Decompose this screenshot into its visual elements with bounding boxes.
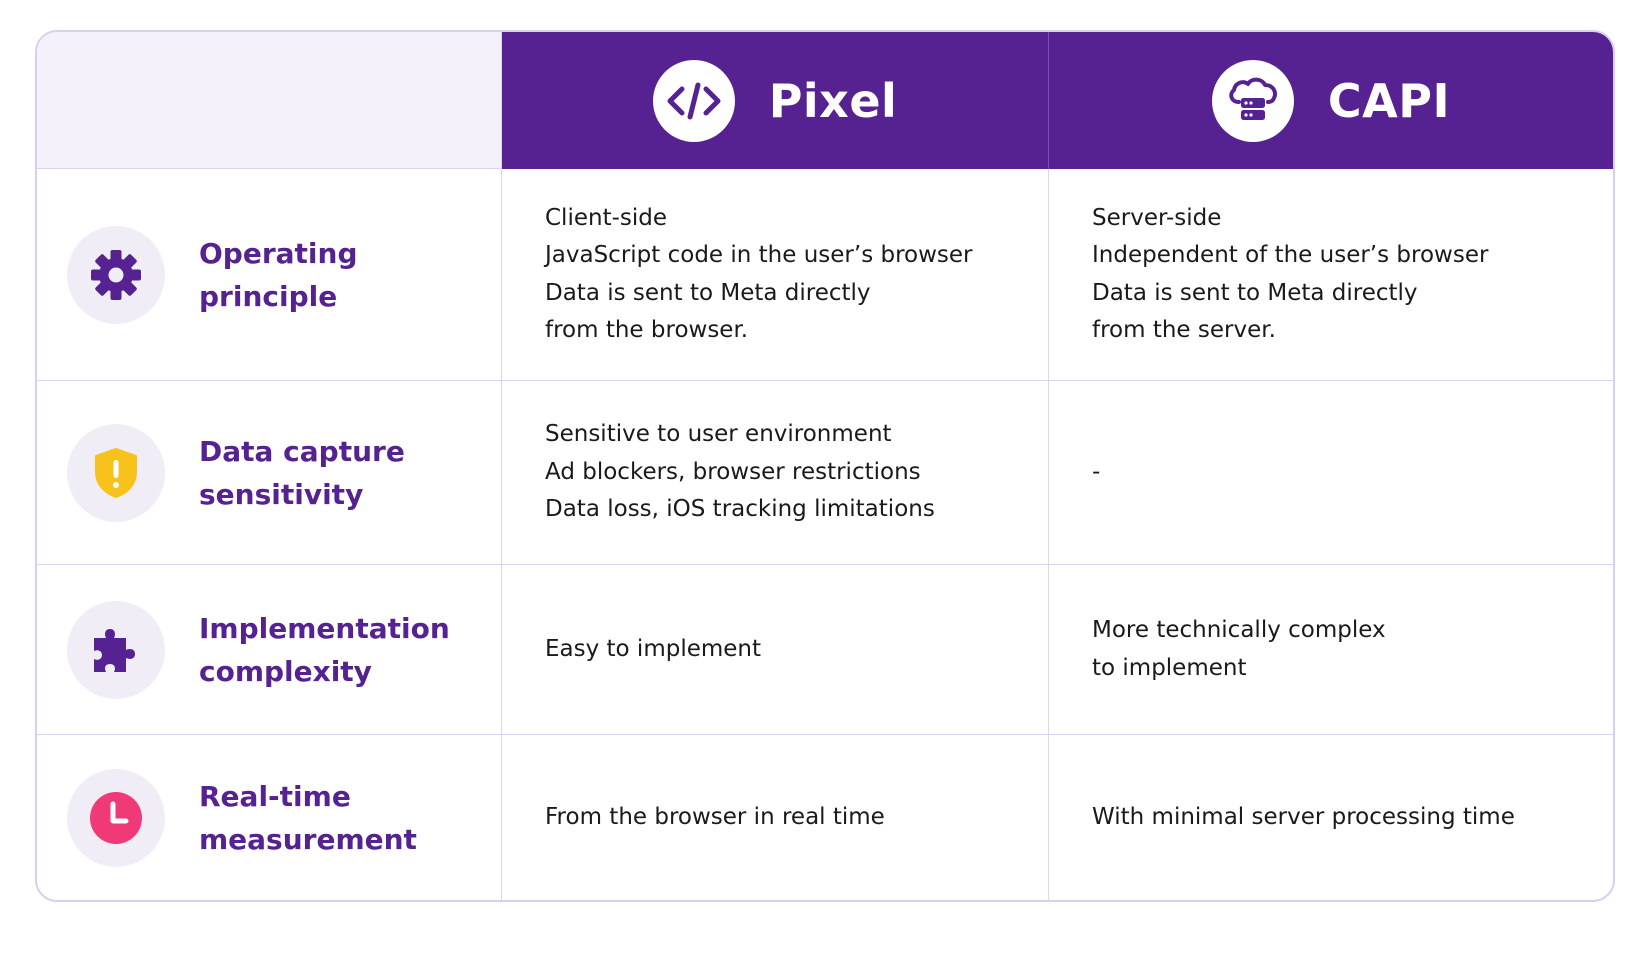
shield-warning-icon (67, 423, 165, 522)
row-label-text: Data capture sensitivity (199, 434, 405, 511)
cell-text: Client-side JavaScript code in the user’… (545, 204, 973, 344)
row-label-data-capture-sensitivity: Data capture sensitivity (37, 381, 502, 565)
cell-text: With minimal server processing time (1092, 803, 1515, 830)
pixel-data-capture-sensitivity: Sensitive to user environment Ad blocker… (502, 381, 1049, 565)
pixel-real-time-measurement: From the browser in real time (502, 735, 1049, 900)
pixel-operating-principle: Client-side JavaScript code in the user’… (502, 169, 1049, 381)
code-icon (652, 59, 735, 142)
header-capi: CAPI (1049, 32, 1613, 169)
capi-operating-principle: Server-side Independent of the user’s br… (1049, 169, 1613, 381)
cell-text: Sensitive to user environment Ad blocker… (545, 421, 935, 523)
cell-text: More technically complex to implement (1092, 617, 1386, 681)
clock-icon (67, 768, 165, 867)
capi-real-time-measurement: With minimal server processing time (1049, 735, 1613, 900)
gear-icon (67, 225, 165, 324)
header-capi-title: CAPI (1327, 73, 1451, 128)
capi-implementation-complexity: More technically complex to implement (1049, 565, 1613, 735)
cell-text: - (1092, 458, 1101, 485)
pixel-implementation-complexity: Easy to implement (502, 565, 1049, 735)
cell-text: Easy to implement (545, 635, 762, 662)
row-label-operating-principle: Operating principle (37, 169, 502, 381)
header-empty-cell (37, 32, 502, 169)
row-label-real-time-measurement: Real-time measurement (37, 735, 502, 900)
header-pixel-title: Pixel (768, 73, 898, 128)
row-label-text: Real-time measurement (199, 779, 417, 856)
cell-text: Server-side Independent of the user’s br… (1092, 204, 1489, 344)
cell-text: From the browser in real time (545, 803, 885, 830)
comparison-table: Pixel CAPI (35, 30, 1615, 902)
cloud-server-icon (1211, 59, 1294, 142)
row-label-implementation-complexity: Implementation complexity (37, 565, 502, 735)
puzzle-icon (67, 600, 165, 699)
header-pixel: Pixel (502, 32, 1049, 169)
row-label-text: Operating principle (199, 236, 358, 313)
row-label-text: Implementation complexity (199, 611, 450, 688)
capi-data-capture-sensitivity: - (1049, 381, 1613, 565)
